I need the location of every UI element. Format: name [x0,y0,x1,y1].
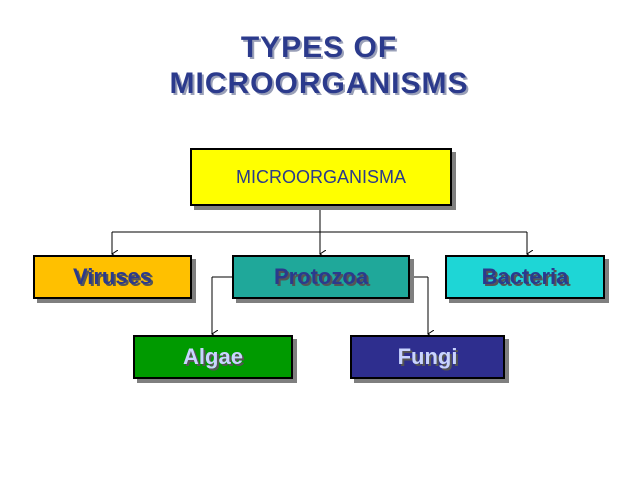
diagram-title: TYPES OF MICROORGANISMS [0,30,638,102]
node-viruses: Viruses [33,255,192,299]
node-algae-label: Algae [183,344,243,369]
node-microorganisma: MICROORGANISMA [190,148,452,206]
node-bacteria-label: Bacteria [481,264,569,289]
node-protozoa: Protozoa [232,255,410,299]
node-fungi-label: Fungi [397,344,458,369]
title-line-2: MICROORGANISMS [169,67,469,100]
node-microorganisma-label: MICROORGANISMA [235,166,406,187]
node-algae: Algae [133,335,293,379]
node-viruses-label: Viruses [72,264,153,289]
node-bacteria: Bacteria [445,255,605,299]
title-line-1: TYPES OF [240,31,398,64]
node-fungi: Fungi [350,335,505,379]
node-protozoa-label: Protozoa [273,264,369,289]
